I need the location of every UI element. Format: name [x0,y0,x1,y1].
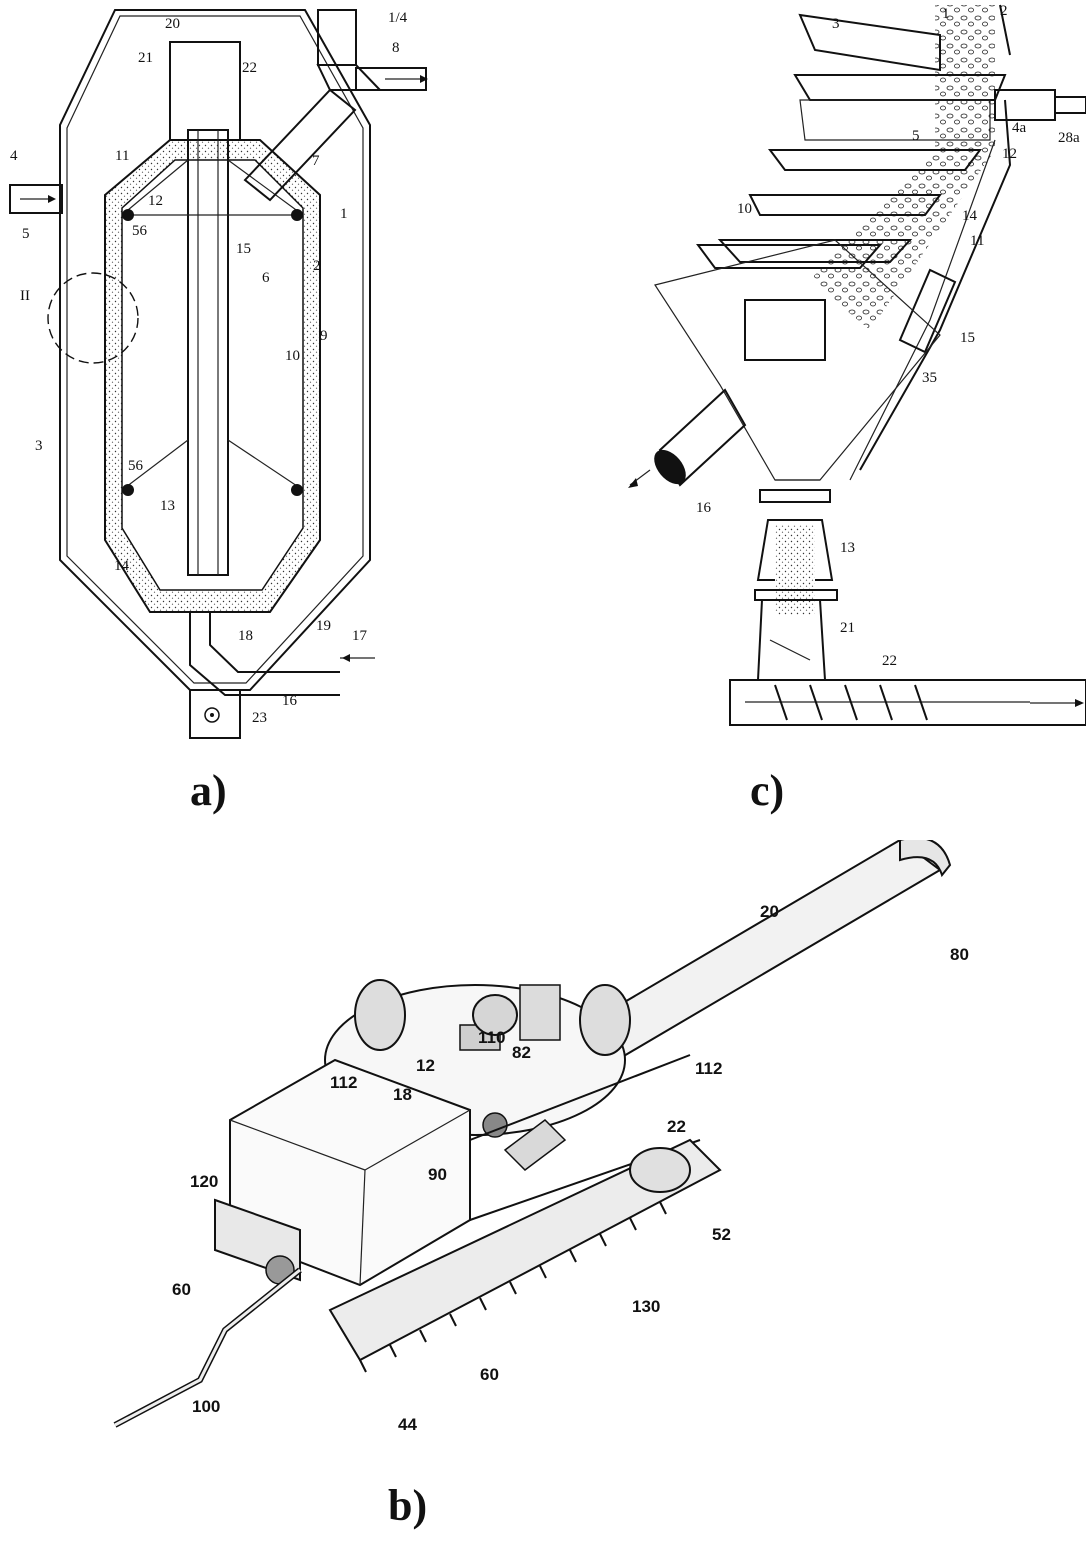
central-tube [187,129,229,576]
label-b-112-left: 112 [330,1073,357,1092]
label-a-12: 12 [148,193,163,209]
label-b-110: 110 [478,1028,505,1047]
label-a-9: 9 [320,328,328,344]
label-a-11: 11 [115,148,129,164]
label-b-80: 80 [950,945,969,964]
label-b-22: 22 [667,1117,686,1136]
label-a-21: 21 [138,50,153,66]
label-b-112-right: 112 [695,1059,722,1078]
label-c-35: 35 [922,370,937,386]
label-b-18: 18 [393,1085,412,1104]
label-a-56-top: 56 [132,223,148,239]
label-c-5: 5 [912,128,920,144]
label-a-1: 1 [340,206,348,222]
label-a-16: 16 [282,693,298,709]
label-c-28a: 28a [1058,130,1080,146]
label-a-4: 4 [10,148,18,164]
label-a-23: 23 [252,710,267,726]
label-c-1: 1 [942,6,950,22]
label-b-120: 120 [190,1172,218,1191]
label-c-15: 15 [960,330,975,346]
label-a-20: 20 [165,16,180,32]
label-c-21: 21 [840,620,855,636]
label-c-2: 2 [1000,3,1008,19]
label-a-7: 7 [312,153,320,169]
figure-a: 20 21 22 1/4 8 11 12 7 4 5 56 1 15 6 2 I… [0,0,440,810]
label-c-22: 22 [882,653,897,669]
label-b-20: 20 [760,902,779,921]
label-a-18: 18 [238,628,253,644]
caption-c: c) [750,766,785,815]
label-b-82: 82 [512,1043,531,1062]
caption-b: b) [388,1481,428,1530]
label-c-16: 16 [696,500,712,516]
label-a-10: 10 [285,348,300,364]
label-c-3: 3 [832,16,840,32]
label-a-17: 17 [352,628,368,644]
label-c-14: 14 [962,208,978,224]
label-a-13: 13 [160,498,175,514]
label-b-130: 130 [632,1297,660,1316]
label-c-12: 12 [1002,146,1017,162]
track-assembly [328,1138,722,1362]
label-b-44: 44 [398,1415,417,1434]
label-c-11: 11 [970,233,984,249]
outer-housing [59,9,371,691]
caption-a: a) [190,766,227,815]
label-a-22: 22 [242,60,257,76]
label-a-2: 2 [313,258,321,274]
figure-b: 20 80 110 82 12 112 112 18 22 120 90 52 … [0,840,1086,1480]
label-b-60-left: 60 [172,1280,191,1299]
label-a-15: 15 [236,241,251,257]
label-a-II: II [20,288,30,304]
label-b-52: 52 [712,1225,731,1244]
label-b-100: 100 [192,1397,220,1416]
label-a-14: 14 [114,558,130,574]
label-c-13: 13 [840,540,855,556]
label-a-19: 19 [316,618,331,634]
label-a-5: 5 [22,226,30,242]
label-a-1-4: 1/4 [388,10,408,26]
label-c-4a: 4a [1012,120,1027,136]
label-a-8: 8 [392,40,400,56]
figure-c: 3 1 2 28a 4a 5 12 10 14 11 15 35 16 13 2… [610,0,1086,810]
label-c-10: 10 [737,201,752,217]
label-b-60-bottom: 60 [480,1365,499,1384]
label-b-12: 12 [416,1056,435,1075]
label-b-90: 90 [428,1165,447,1184]
label-a-56-bottom: 56 [128,458,144,474]
label-a-3: 3 [35,438,43,454]
label-a-6: 6 [262,270,270,286]
